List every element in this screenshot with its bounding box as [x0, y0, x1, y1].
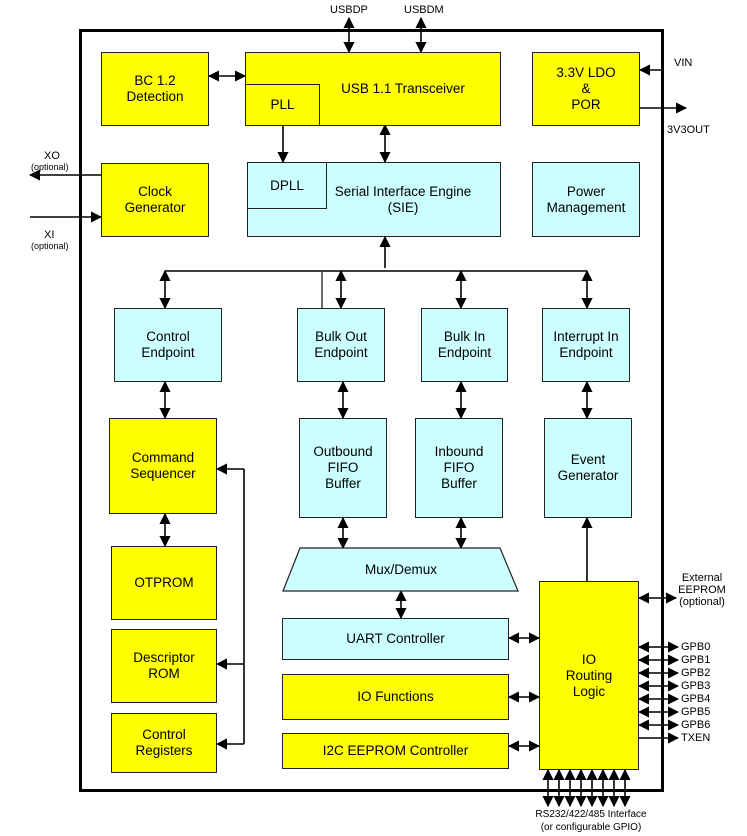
usbdm-label: USBDM — [404, 4, 444, 16]
mux-demux-shape — [282, 547, 519, 592]
i2c-eeprom-controller-block: I2C EEPROM Controller — [282, 733, 509, 769]
control-endpoint-block: Control Endpoint — [114, 308, 222, 382]
control-endpoint-label: Control Endpoint — [141, 329, 195, 360]
vin-label: VIN — [674, 57, 693, 69]
otprom-block: OTPROM — [111, 546, 217, 620]
power-management-label: Power Management — [546, 183, 626, 215]
external-eeprom-label: External EEPROM (optional) — [678, 572, 726, 608]
xo-label: XO — [44, 150, 60, 162]
outbound-fifo-label: Outbound FIFO Buffer — [313, 444, 373, 491]
gpb6-label: GPB6 — [681, 719, 711, 731]
mux-demux-label: Mux/Demux — [365, 562, 437, 577]
gpb1-label: GPB1 — [681, 654, 711, 666]
descriptor-rom-label: Descriptor ROM — [133, 650, 195, 681]
interrupt-in-endpoint-label: Interrupt In Endpoint — [553, 329, 619, 360]
v3out-label: 3V3OUT — [667, 124, 710, 136]
pll-label: PLL — [270, 97, 295, 112]
dpll-label: DPLL — [270, 177, 304, 193]
event-generator-label: Event Generator — [557, 452, 619, 483]
rs232-interface-label: RS232/422/485 Interface — [535, 809, 647, 820]
xi-optional-label: (optional) — [31, 241, 69, 251]
usb-transceiver-label: USB 1.1 Transceiver — [341, 81, 465, 96]
xi-label: XI — [44, 229, 55, 241]
descriptor-rom-block: Descriptor ROM — [111, 629, 217, 703]
xo-optional-label: (optional) — [31, 162, 69, 172]
otprom-label: OTPROM — [134, 575, 194, 590]
power-management-block: Power Management — [532, 162, 640, 237]
ldo-por-label: 3.3V LDO & POR — [556, 65, 616, 112]
interrupt-in-endpoint-block: Interrupt In Endpoint — [542, 308, 630, 382]
io-routing-logic-block: IO Routing Logic — [539, 581, 639, 770]
command-sequencer-block: Command Sequencer — [109, 418, 217, 514]
io-routing-logic-label: IO Routing Logic — [565, 651, 613, 699]
sie-label: Serial Interface Engine (SIE) — [334, 183, 472, 215]
control-registers-block: Control Registers — [111, 713, 217, 773]
inbound-fifo-label: Inbound FIFO Buffer — [434, 444, 484, 491]
rs232-gpio-label: (or configurable GPIO) — [540, 822, 642, 833]
clock-generator-label: Clock Generator — [124, 184, 186, 215]
bulk-in-endpoint-label: Bulk In Endpoint — [437, 329, 492, 360]
bulk-out-endpoint-label: Bulk Out Endpoint — [314, 329, 368, 360]
control-registers-label: Control Registers — [135, 727, 193, 758]
command-sequencer-label: Command Sequencer — [130, 450, 196, 481]
bulk-in-endpoint-block: Bulk In Endpoint — [421, 308, 508, 382]
txen-label: TXEN — [681, 732, 711, 744]
uart-controller-block: UART Controller — [282, 618, 509, 660]
bc12-detection-label: BC 1.2 Detection — [126, 73, 184, 104]
usbdp-label: USBDP — [330, 4, 368, 16]
gpb3-label: GPB3 — [681, 680, 711, 692]
gpb2-label: GPB2 — [681, 667, 711, 679]
gpb4-label: GPB4 — [681, 693, 711, 705]
dpll-block: DPLL — [247, 162, 327, 209]
gpb5-label: GPB5 — [681, 706, 711, 718]
io-functions-label: IO Functions — [357, 689, 434, 704]
uart-controller-label: UART Controller — [346, 631, 445, 646]
event-generator-block: Event Generator — [544, 418, 632, 518]
clock-generator-block: Clock Generator — [101, 163, 209, 237]
pll-block: PLL — [245, 84, 320, 126]
i2c-eeprom-controller-label: I2C EEPROM Controller — [322, 743, 469, 758]
outbound-fifo-block: Outbound FIFO Buffer — [299, 418, 387, 518]
io-functions-block: IO Functions — [282, 674, 509, 720]
inbound-fifo-block: Inbound FIFO Buffer — [415, 418, 503, 518]
gpb0-label: GPB0 — [681, 641, 711, 653]
bulk-out-endpoint-block: Bulk Out Endpoint — [297, 308, 385, 382]
ldo-por-block: 3.3V LDO & POR — [532, 52, 640, 126]
chip-boundary — [79, 29, 664, 792]
bc12-detection-block: BC 1.2 Detection — [101, 52, 209, 126]
